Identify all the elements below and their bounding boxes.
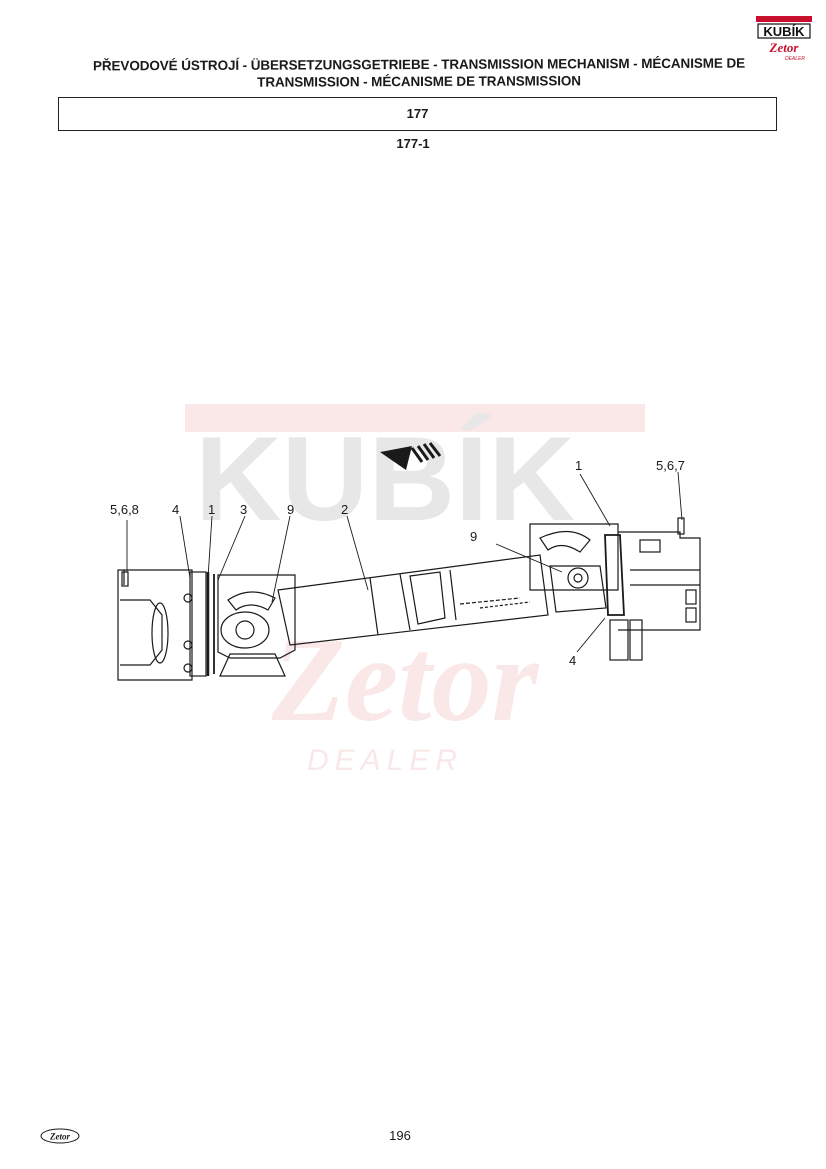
section-number: 177 — [406, 106, 429, 121]
footer-logo-text: Zetor — [49, 1132, 70, 1142]
title-line-1: PŘEVODOVÉ ÚSTROJÍ - ÜBERSETZUNGSGETRIEBE… — [92, 55, 746, 74]
direction-arrow-icon — [380, 442, 442, 470]
logo-text: KUBÍK — [763, 24, 805, 39]
zetor-footer-logo: Zetor — [40, 1128, 80, 1144]
left-housing — [117, 569, 296, 681]
watermark: KUBÍK Zetor DEALER — [185, 404, 645, 777]
callout-1-right: 1 — [575, 458, 583, 473]
page-number: 196 — [389, 1128, 411, 1143]
watermark-text: KUBÍK — [195, 412, 575, 546]
callout-5-6-7: 5,6,7 — [656, 458, 685, 473]
title-line-2: TRANSMISSION - MÉCANISME DE TRANSMISSION — [257, 73, 581, 90]
leader-lines — [126, 471, 683, 653]
logo-dealer: DEALER — [785, 56, 805, 62]
kubik-zetor-logo: KUBÍK Zetor DEALER — [756, 16, 812, 62]
callout-3: 3 — [240, 502, 248, 517]
watermark-sub: Zetor — [271, 613, 540, 746]
callout-4-right: 4 — [569, 653, 577, 668]
figure-reference: 177-1 — [396, 136, 430, 151]
section-number-box: 177 — [58, 97, 777, 131]
page-title: PŘEVODOVÉ ÚSTROJÍ - ÜBERSETZUNGSGETRIEBE… — [60, 54, 778, 91]
right-housing — [529, 517, 701, 661]
callout-9-right: 9 — [470, 529, 478, 544]
callout-9-left: 9 — [287, 502, 295, 517]
callout-4-left: 4 — [172, 502, 180, 517]
drive-shaft-diagram — [117, 442, 701, 681]
callout-5-6-8: 5,6,8 — [110, 502, 139, 517]
callout-2: 2 — [341, 502, 349, 517]
propeller-shaft — [277, 554, 549, 646]
logo-subtext: Zetor — [769, 40, 800, 55]
watermark-dealer: DEALER — [307, 744, 463, 777]
callout-1-left: 1 — [208, 502, 216, 517]
